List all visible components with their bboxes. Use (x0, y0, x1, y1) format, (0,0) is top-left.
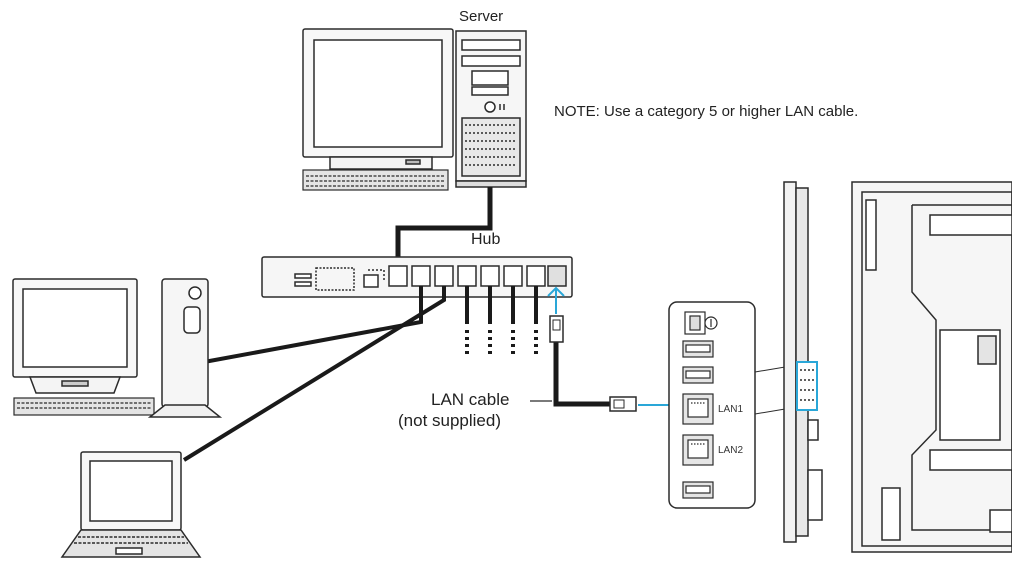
lan2-port-icon (682, 434, 714, 466)
hdmi-port-icon (682, 340, 714, 499)
server-keyboard (302, 169, 449, 191)
hub-label: Hub (471, 231, 501, 248)
lan1-port-icon (682, 393, 714, 425)
server-hub-cable (395, 187, 493, 268)
lan1-port-label: LAN1 (718, 404, 744, 415)
note-text: NOTE: Use a category 5 or higher LAN cab… (554, 103, 859, 120)
desktop-keyboard (13, 397, 155, 416)
desktop-monitor (12, 278, 138, 394)
display-rear-view (851, 181, 1012, 553)
server-monitor (302, 28, 454, 170)
server-label: Server (459, 8, 504, 25)
not-supplied-label: (not supplied) (398, 411, 502, 430)
server-tower (455, 30, 527, 188)
lan2-port-label: LAN2 (718, 445, 744, 456)
hub-insert-arrow (547, 286, 565, 314)
desktop-tower (147, 278, 223, 418)
lan-cable-label: LAN cable (431, 390, 510, 409)
display-side-view (783, 181, 823, 543)
lan-cable-to-display (549, 315, 637, 412)
usb-port-icon (684, 311, 718, 335)
hub-unused-cables (465, 286, 538, 324)
laptop (60, 451, 202, 558)
hub-client-cables (182, 286, 446, 462)
hub-cable-continuation-dashes (465, 330, 538, 358)
